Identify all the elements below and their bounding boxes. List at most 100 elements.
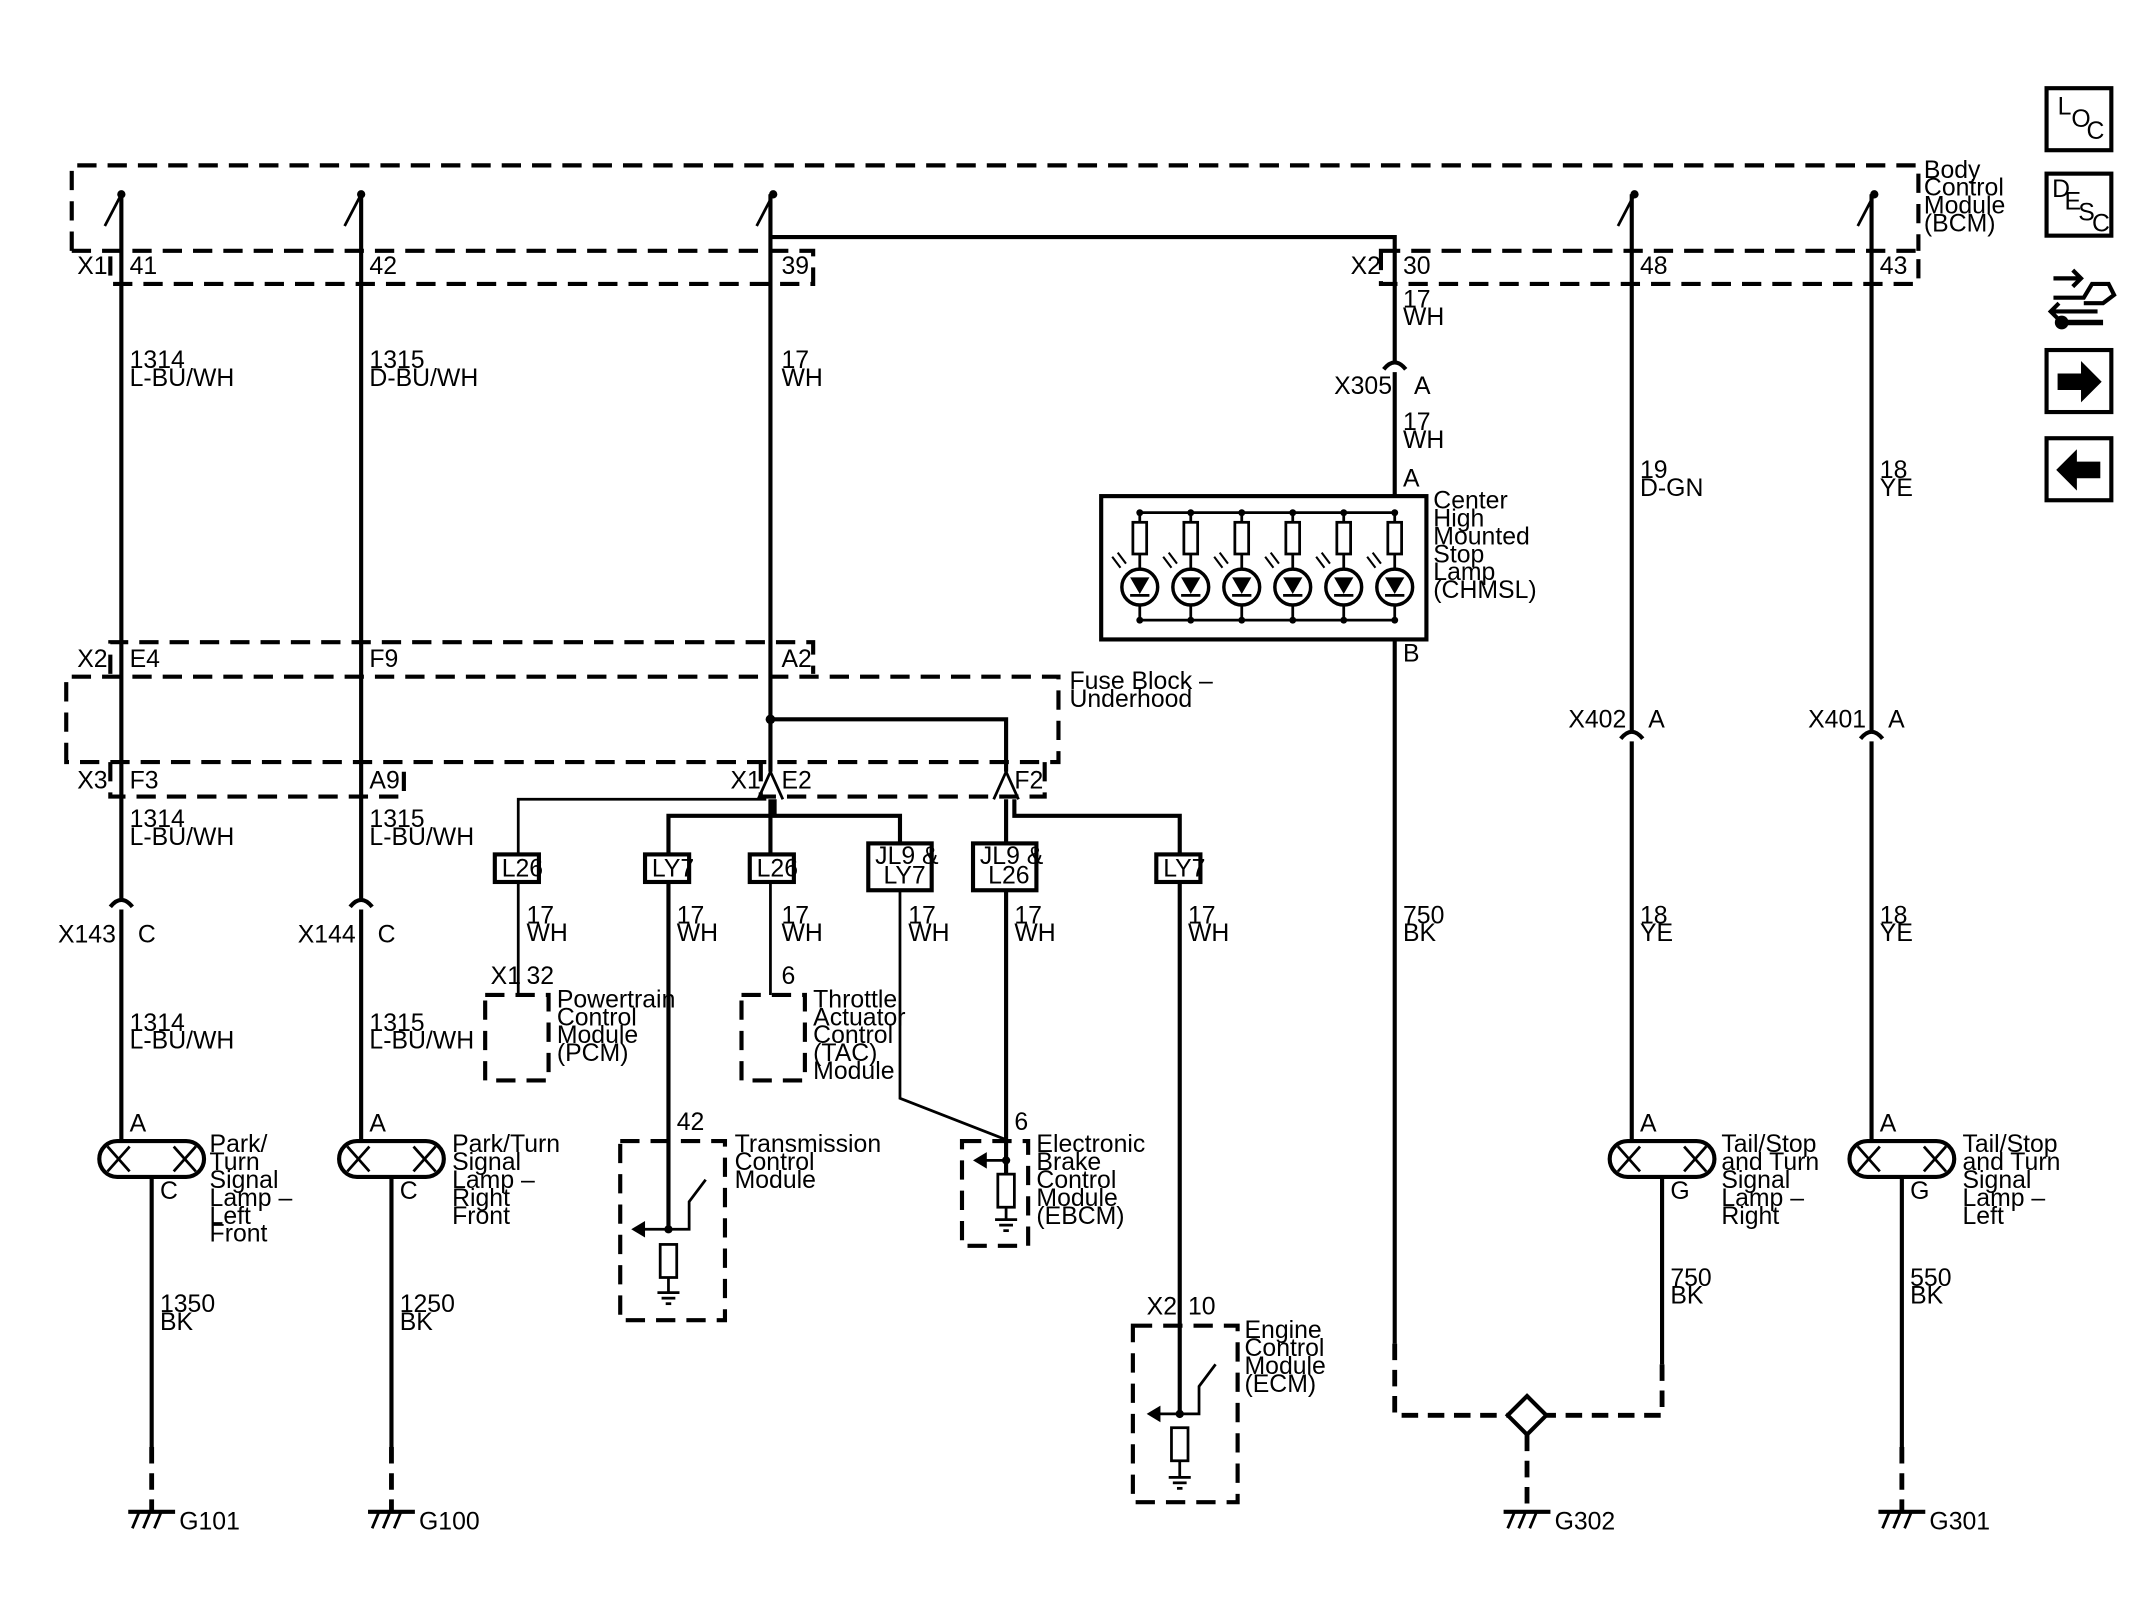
ground-g301-icon [1878, 1447, 1926, 1529]
bcm-label-1: Body [1924, 157, 1981, 184]
bcm-pin-42: 42 [369, 253, 397, 280]
connector-x144: X144 [298, 922, 356, 949]
chmsl-led-2 [1162, 509, 1211, 624]
circuit-1315: 1315 D-BU/WH 1315 L-BU/WH X144 C 1315 L-… [298, 194, 478, 1142]
lamp-lf-label-3: Signal [210, 1167, 279, 1194]
wire-17-tcm-num: 17 [677, 902, 705, 929]
chmsl-led-3 [1213, 509, 1262, 624]
lamp-lf-pin-c: C [160, 1178, 178, 1205]
chmsl-label-2: High [1433, 505, 1484, 532]
lamp-left-rear: A G Tail/Stop and Turn Signal Lamp – Lef… [1847, 1110, 2060, 1448]
option-jl9-ly7-line2: LY7 [883, 862, 925, 889]
wire-1314-color-c: L-BU/WH [130, 1028, 235, 1055]
wire-17-ecm-color: WH [1188, 920, 1229, 947]
wire-18-num-a: 18 [1880, 457, 1908, 484]
wire-1350-color: BK [160, 1309, 194, 1336]
pcm-pin-32: 32 [527, 963, 555, 990]
bcm-label-2: Control [1924, 175, 2004, 202]
switch-48 [1616, 190, 1639, 227]
wire-17-tac-num: 17 [781, 902, 809, 929]
lamp-rf-pin-c: C [400, 1178, 418, 1205]
wire-1314-num-b: 1314 [130, 806, 185, 833]
bcm-pin-30: 30 [1403, 253, 1431, 280]
nav-loc-button[interactable]: L O C [2044, 86, 2114, 153]
wire-1350-num: 1350 [160, 1291, 215, 1318]
wire-17-num-a: 17 [781, 347, 809, 374]
nav-loc-letter-c: C [2087, 118, 2105, 145]
wire-18-color-a: YE [1880, 475, 1913, 502]
tac-label-1: Throttle [813, 986, 897, 1013]
wire-1250-color: BK [400, 1309, 434, 1336]
lamp-right-front: A C Park/Turn Signal Lamp – Right Front … [337, 1110, 560, 1448]
fuse-pin-f3: F3 [130, 767, 159, 794]
bcm-module: Body Control Module (BCM) X1 X2 41 42 39… [69, 157, 2005, 286]
tcm-label-2: Control [735, 1149, 815, 1176]
lamp-lf-label-2: Turn [210, 1149, 260, 1176]
wire-17-tac-color: WH [781, 920, 822, 947]
wire-1315-color-a: D-BU/WH [369, 365, 478, 392]
lamp-lf-label-5: Left [210, 1203, 251, 1230]
wire-750-color-b: BK [1670, 1283, 1704, 1310]
lamp-rr-label-3: Signal [1721, 1167, 1790, 1194]
wire-19-color: D-GN [1640, 475, 1703, 502]
fuse-pin-f2: F2 [1014, 767, 1043, 794]
wire-1314-num-c: 1314 [130, 1010, 185, 1037]
connector-x143: X143 [58, 922, 116, 949]
ebcm-label-1: Electronic [1036, 1131, 1145, 1158]
ecm-label-1: Engine [1245, 1317, 1322, 1344]
lamp-rr-label-2: and Turn [1721, 1149, 1819, 1176]
chmsl-label-6: (CHMSL) [1433, 577, 1536, 604]
fuse-pin-f9: F9 [369, 646, 398, 673]
wire-1315-num-a: 1315 [369, 347, 424, 374]
wire-1314-color-a: L-BU/WH [130, 365, 235, 392]
ebcm-pin-6: 6 [1014, 1109, 1028, 1136]
nav-prev-button[interactable] [2044, 436, 2114, 503]
wire-17-color-c: WH [1403, 427, 1444, 454]
bcm-connector-x1: X1 [77, 253, 107, 280]
tac-branch: 17 WH 6 Throttle Actuator Control (TAC) … [739, 881, 906, 1085]
chmsl-led-1 [1111, 509, 1160, 624]
pcm-label-1: Powertrain [557, 986, 676, 1013]
nav-next-button[interactable] [2044, 347, 2114, 415]
connector-x305: X305 [1334, 373, 1392, 400]
nav-desc-letter-c: C [2092, 211, 2110, 238]
nav-loc-letter-l: L [2058, 93, 2072, 120]
lamp-lf-label-1: Park/ [210, 1131, 268, 1158]
connector-x402: X402 [1568, 707, 1626, 734]
wire-1315-num-b: 1315 [369, 806, 424, 833]
tcm-label-1: Transmission [735, 1131, 882, 1158]
lamp-rf-pin-a: A [369, 1110, 386, 1137]
wire-17-color-b: WH [1403, 304, 1444, 331]
bcm-pin-39: 39 [781, 253, 809, 280]
bcm-label-4: (BCM) [1924, 211, 1996, 238]
connector-wrench-icon[interactable] [2047, 268, 2117, 330]
nav-desc-letter-s: S [2078, 199, 2095, 226]
wire-18-color-rr: YE [1640, 920, 1673, 947]
wire-1250-num: 1250 [400, 1291, 455, 1318]
circuit-19: 19 D-GN X402 A 18 YE [1568, 194, 1703, 1142]
wire-750-color-a: BK [1403, 920, 1437, 947]
ground-g100-label: G100 [419, 1509, 480, 1536]
wire-1314-num-a: 1314 [130, 347, 185, 374]
lamp-rf-label-4: Right [452, 1185, 510, 1212]
ecm-label-4: (ECM) [1245, 1371, 1317, 1398]
tcm-branch: 17 WH 42 Transmission Control Module [618, 881, 882, 1323]
chmsl-led-6 [1366, 509, 1415, 624]
chmsl-pin-a: A [1403, 465, 1420, 492]
ecm-label-3: Module [1245, 1353, 1326, 1380]
wire-17-ebcm-b-color: WH [1014, 920, 1055, 947]
lamp-rr-pin-a: A [1640, 1110, 1657, 1137]
ground-splice-diamond-icon [1503, 1393, 1551, 1529]
lamp-lr-label-3: Signal [1962, 1167, 2031, 1194]
nav-desc-button[interactable]: D E S C [2044, 171, 2114, 238]
fuse-connector-x2: X2 [77, 646, 107, 673]
bcm-pin-43: 43 [1880, 253, 1908, 280]
wire-1315-num-c: 1315 [369, 1010, 424, 1037]
fuse-pin-a2: A2 [781, 646, 811, 673]
wire-17-tcm-color: WH [677, 920, 718, 947]
switch-43 [1856, 190, 1879, 227]
lamp-lr-label-2: and Turn [1962, 1149, 2060, 1176]
bcm-connector-x2: X2 [1351, 253, 1381, 280]
chmsl-pin-b: B [1403, 640, 1420, 667]
